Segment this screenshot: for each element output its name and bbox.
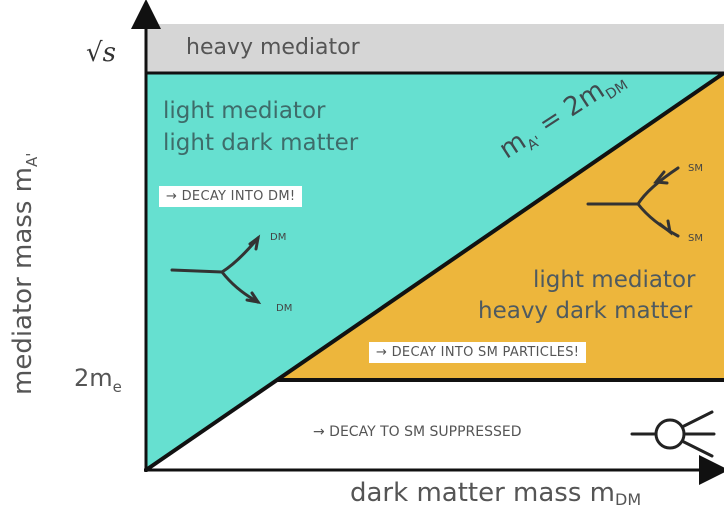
dm-bottom-label: DM bbox=[276, 303, 293, 314]
x-axis-label: dark matter mass mDM bbox=[350, 478, 642, 509]
sm-bottom-label: SM bbox=[688, 233, 703, 244]
orange-region-line1: light mediator bbox=[533, 267, 696, 293]
heavy-mediator-label: heavy mediator bbox=[186, 35, 360, 60]
y-axis-label: mediator mass mA' bbox=[8, 152, 42, 395]
heavy-mediator-region bbox=[146, 24, 724, 73]
decay-into-sm-tag: → DECAY INTO SM PARTICLES! bbox=[369, 342, 587, 363]
loop-suppressed-icon bbox=[630, 410, 716, 458]
dm-top-label: DM bbox=[270, 232, 287, 243]
diagonal-line bbox=[144, 71, 724, 472]
teal-region-line2: light dark matter bbox=[163, 130, 359, 156]
sm-top-label: SM bbox=[688, 163, 703, 174]
decay-vertex-dm-icon bbox=[170, 234, 262, 305]
y-tick-2me: 2me bbox=[74, 364, 122, 396]
orange-region-line2: heavy dark matter bbox=[478, 298, 693, 324]
decay-into-dm-tag: → DECAY INTO DM! bbox=[159, 186, 303, 207]
y-tick-sqrt-s: √s bbox=[86, 38, 116, 68]
teal-region-line1: light mediator bbox=[163, 98, 326, 124]
decay-vertex-sm-icon bbox=[586, 166, 680, 238]
decay-suppressed-tag: → DECAY TO SM SUPPRESSED bbox=[313, 424, 522, 440]
